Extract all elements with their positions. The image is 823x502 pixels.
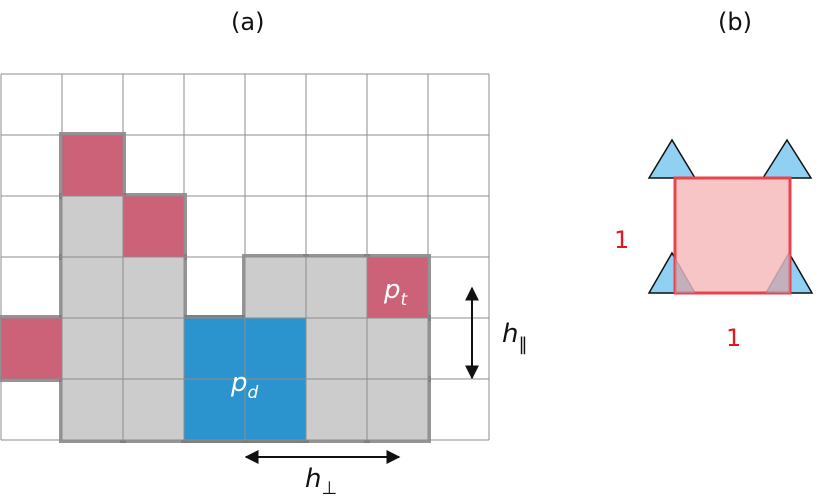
panel-a-label: (a) [231,8,265,36]
gray-cell [306,379,367,440]
triangle-overlap [675,253,790,293]
gray-cell [123,379,184,440]
panel-b-diagram: 1 1 [614,138,814,352]
triangle-top-right [761,138,813,179]
pink-cell [367,257,428,318]
gray-cell [306,257,367,318]
pink-cells [1,135,428,379]
gray-cell [123,318,184,379]
gray-cell [62,257,123,318]
label-p-d: pd [230,368,259,403]
label-h-perp: h⊥ [305,464,337,499]
panel-b-label: (b) [718,8,752,36]
gray-cell [306,318,367,379]
square-side-label-left: 1 [614,226,629,254]
pink-cell [123,196,184,257]
label-p-t: pt [383,275,409,310]
triangle-top-left [647,138,697,179]
pink-cell [62,135,123,196]
gray-cell [62,379,123,440]
gray-cell [245,257,306,318]
square-side-label-bottom: 1 [726,324,741,352]
gray-cell [367,379,428,440]
unit-square [673,176,792,295]
gray-cell [62,196,123,257]
grid-lines [0,73,490,441]
gray-cell [123,257,184,318]
gray-cell [367,318,428,379]
panel-a-diagram: pt pd h‖ h⊥ [0,73,527,499]
pink-cell [1,318,62,379]
gray-cell [62,318,123,379]
label-h-parallel: h‖ [502,319,527,355]
